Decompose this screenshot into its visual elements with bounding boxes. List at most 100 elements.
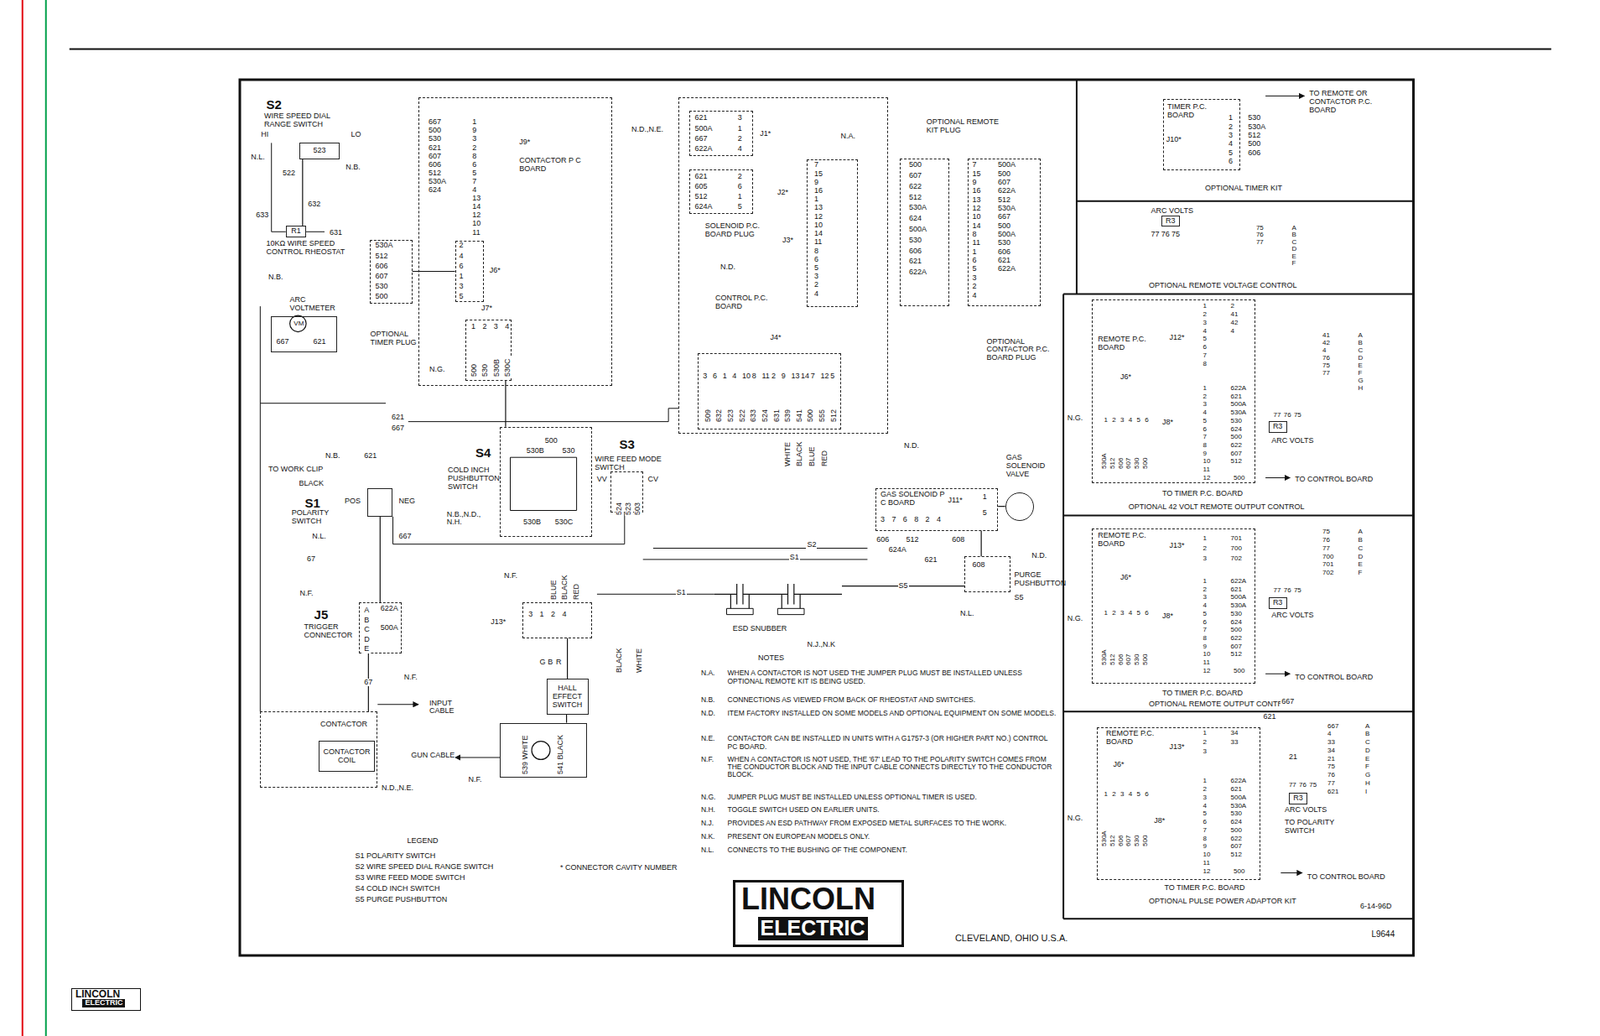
diagram-label: 7 xyxy=(1202,352,1208,360)
diagram-label: 1 xyxy=(1103,609,1109,618)
diagram-label: 12 xyxy=(1202,474,1212,483)
diagram-label: 5 xyxy=(829,372,836,381)
diagram-label: 2 xyxy=(813,280,820,290)
diagram-label: 3 xyxy=(1227,131,1234,141)
diagram-label: 75 xyxy=(1293,411,1303,420)
diagram-label: 3 xyxy=(493,322,499,332)
diagram-label: 3 xyxy=(1202,593,1208,602)
diagram-label: 606 xyxy=(997,248,1012,257)
diagram-label: 1 xyxy=(971,248,978,257)
diagram-label: 7 xyxy=(1202,826,1208,835)
diagram-label: 667 xyxy=(398,532,413,541)
node-text: S2 xyxy=(265,98,281,113)
diagram-label: 512 xyxy=(374,252,390,261)
diagram-label: 622 xyxy=(1230,634,1243,643)
diagram-label: 530A xyxy=(1246,123,1267,132)
diagram-label: 6 xyxy=(1143,790,1149,799)
diagram-label: S2 xyxy=(805,540,817,550)
diagram-label: N.B. xyxy=(267,273,285,282)
diagram-label: CONNECTIONS AS VIEWED FROM BACK OF RHEOS… xyxy=(727,696,1061,704)
diagram-label: 606 xyxy=(1117,456,1126,469)
diagram-label: WHEN A CONTACTOR IS NOT USED THE JUMPER … xyxy=(727,669,1061,686)
diagram-label: 41 xyxy=(1321,332,1331,340)
diagram-label: 624 xyxy=(1230,818,1243,826)
diagram-label: BLACK xyxy=(561,573,570,601)
diagram-label: 8 xyxy=(1202,634,1208,643)
diagram-label: 2 xyxy=(1111,416,1117,425)
diagram-label: 4 xyxy=(1127,416,1133,425)
diagram-label: 2 xyxy=(737,172,743,182)
diagram-label: F xyxy=(1357,569,1364,577)
diagram-label: 76 xyxy=(1283,587,1293,595)
diagram-label: 4 xyxy=(935,515,942,525)
legend-list: S1 POLARITY SWITCHS2 WIRE SPEED DIAL RAN… xyxy=(355,850,494,905)
diagram-label: 667 xyxy=(390,424,406,433)
diagram-label: N.L. xyxy=(249,153,266,162)
diagram-label: 530 xyxy=(481,363,490,378)
signal-arrow xyxy=(1265,477,1290,478)
diagram-label: 1 xyxy=(813,195,820,204)
diagram-label: 4 xyxy=(813,290,820,299)
diagram-label: C xyxy=(1291,238,1299,247)
diagram-label: D xyxy=(1357,553,1365,562)
diagram-label: TO REMOTE OR CONTACTOR P.C. BOARD xyxy=(1308,89,1403,115)
diagram-label: 530B xyxy=(522,518,542,527)
diagram-label: N.D.,N.E. xyxy=(380,784,415,793)
node-text: REMOTE P.C. BOARD xyxy=(1106,729,1158,747)
pc-board: GAS SOLENOID P C BOARDJ11* xyxy=(875,488,998,531)
diagram-label: 607 xyxy=(427,152,442,162)
node-text: OPTIONAL REMOTE KIT PLUG xyxy=(926,118,1008,136)
node-text: TRIGGER CONNECTOR xyxy=(304,623,351,640)
diagram-label: ARC VOLTS xyxy=(1283,805,1328,815)
wire-connector xyxy=(566,638,568,680)
diagram-label: G xyxy=(1364,771,1372,780)
diagram-label: 500A xyxy=(1230,794,1248,802)
diagram-label: 606 xyxy=(908,247,923,256)
diagram-label: BLUE xyxy=(808,446,817,468)
diagram-label: N.B. xyxy=(324,451,342,461)
diagram-label: 77 xyxy=(1150,230,1161,239)
diagram-label: 77 xyxy=(1288,781,1298,790)
diagram-label: 607 xyxy=(908,171,923,181)
node-text: ARC VOLTMETER xyxy=(289,296,336,313)
diagram-label: N.F. xyxy=(467,775,483,785)
diagram-label: 621 xyxy=(1262,712,1277,722)
diagram-label: N.A. xyxy=(700,669,717,677)
node-text: S5 xyxy=(1013,593,1024,603)
node-text: J2* xyxy=(777,188,789,198)
diagram-label: 4 xyxy=(1202,802,1208,811)
diagram-label: 77 xyxy=(1272,587,1283,595)
diagram-label: VV xyxy=(596,475,608,484)
resistor-symbol xyxy=(777,607,805,614)
diagram-label: 1 xyxy=(1202,384,1208,393)
wire-connector xyxy=(301,159,303,226)
diagram-label: ARC VOLTS xyxy=(1150,207,1195,216)
diagram-label: 2 xyxy=(737,135,743,144)
diagram-label: 624A xyxy=(694,202,714,212)
node-text: R3 xyxy=(1272,422,1284,432)
diagram-label: 500A xyxy=(1230,400,1248,409)
diagram-label: N.G. xyxy=(428,365,447,375)
valve-circle: GAS SOLENOID VALVE xyxy=(1005,492,1034,521)
node-text: CONTACTOR P C BOARD xyxy=(519,156,596,174)
diagram-label: ARC VOLTS xyxy=(1270,436,1315,446)
diagram-label: 512 xyxy=(830,408,839,423)
diagram-label: 621 xyxy=(923,555,938,565)
diagram-label: 1 xyxy=(722,372,728,381)
diagram-label: 11 xyxy=(813,238,823,247)
node-text: PURGE PUSHBUTTON xyxy=(1013,571,1071,588)
diagram-label: 606 xyxy=(1117,834,1126,847)
diagram-label: D xyxy=(1357,354,1365,363)
diagram-label: TO TIMER P.C. BOARD xyxy=(1161,489,1244,499)
diagram-label: 607 xyxy=(1230,643,1243,651)
node-text: 523 xyxy=(311,146,327,156)
diagram-label: N.F. xyxy=(503,571,519,581)
diagram-label: 10 xyxy=(813,221,824,230)
node-text: J9* xyxy=(519,138,530,147)
diagram-label: 500A xyxy=(379,623,400,633)
diagram-label: J8* xyxy=(1153,816,1166,826)
node-text: CONTACTOR COIL xyxy=(319,748,375,765)
node-text: CONTROL P.C. BOARD xyxy=(715,294,777,312)
diagram-label: F xyxy=(1357,369,1364,378)
diagram-label: 606 xyxy=(1246,149,1262,158)
